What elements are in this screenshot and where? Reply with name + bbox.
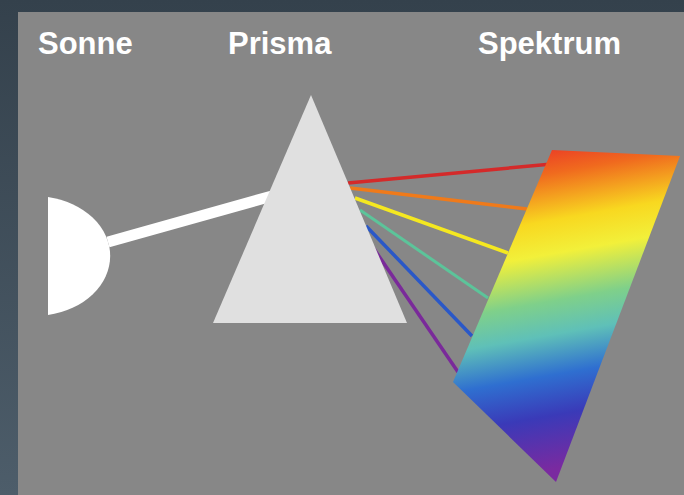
heading-label: Spektrum: [478, 26, 621, 62]
heading-label: Sonne: [38, 26, 133, 62]
light-beam: [108, 196, 272, 242]
yellow-ray: [355, 198, 508, 253]
sun-shape: [48, 197, 110, 315]
red-ray: [348, 164, 552, 183]
panel: [18, 12, 684, 495]
prism-shape: [213, 95, 407, 323]
spectrum-band: [453, 150, 680, 482]
heading-label: Prisma: [228, 26, 331, 62]
